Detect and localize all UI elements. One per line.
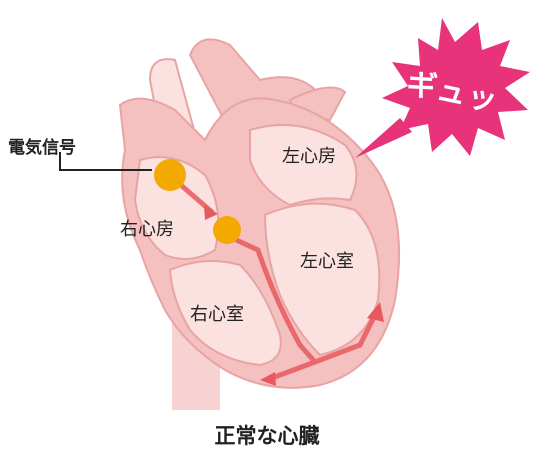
left-atrium-chamber — [249, 124, 358, 207]
left-ventricle-chamber — [263, 202, 381, 357]
caption: 正常な心臓 — [214, 424, 320, 448]
right-atrium-chamber — [133, 156, 220, 260]
right-ventricle-chamber — [168, 260, 282, 367]
burst-tail — [355, 118, 412, 158]
right-ventricle-label: 右心室 — [190, 304, 244, 325]
signal-arrow-up — [367, 302, 384, 322]
right-atrium-label: 右心房 — [120, 219, 174, 240]
left-atrium-label: 左心房 — [282, 146, 336, 167]
av-node — [213, 216, 241, 244]
signal-leader-line — [59, 152, 152, 171]
burst-shape — [382, 18, 530, 156]
electric-signal-label: 電気信号 — [8, 138, 76, 158]
signal-arrow-mid — [204, 205, 218, 220]
left-ventricle-label: 左心室 — [300, 251, 354, 272]
sinus-node — [154, 159, 186, 191]
signal-arrow-left — [260, 372, 276, 386]
